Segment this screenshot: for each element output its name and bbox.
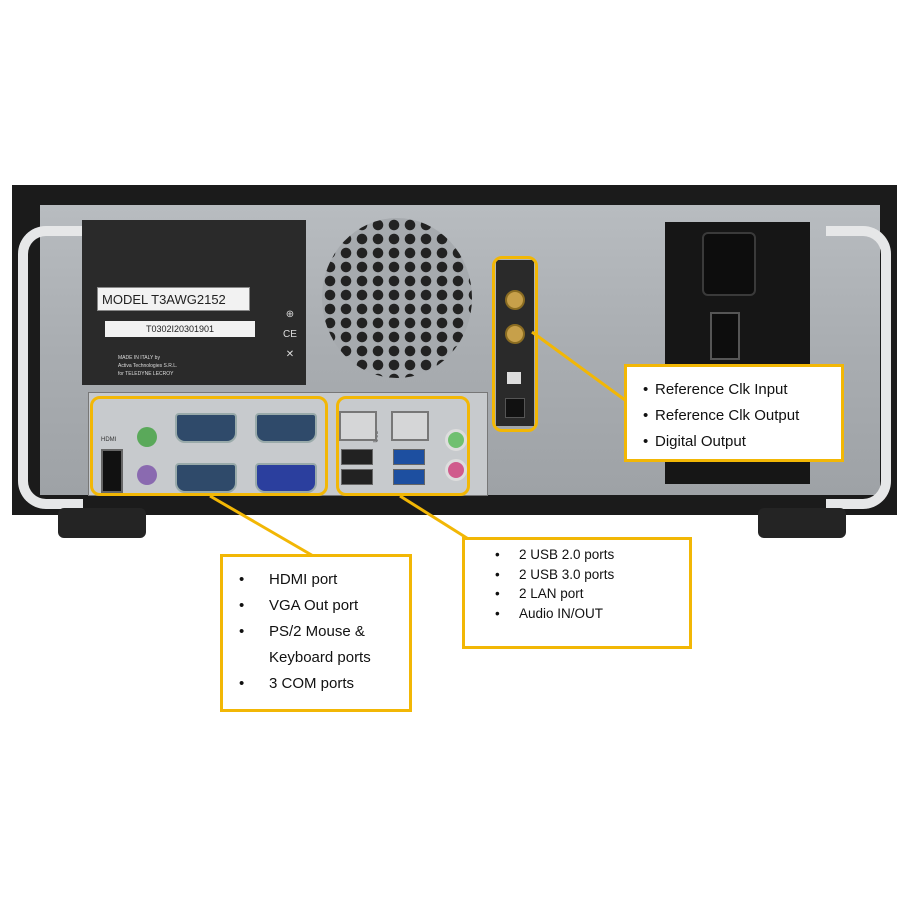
usb2-port-2 [341,469,373,485]
digital-output-jack [505,398,525,418]
certification-marks-icon: ⊕CE✕ [283,309,297,360]
maker-line-2: Activa Technologies S.R.L. [118,363,178,369]
com-port-1 [175,413,237,443]
clock-card-highlight [492,256,538,432]
maker-line-1: MADE IN ITALY by [118,355,160,361]
callout-item: PS/2 Mouse & [223,619,409,645]
ref-clk-in-connector [505,290,525,310]
left-handle [18,226,83,509]
callout-item: VGA Out port [223,593,409,619]
usb-lan-highlight [336,396,470,496]
clock-callout: Reference Clk Input Reference Clk Output… [624,364,844,462]
audio-mic-port [445,459,467,481]
callout-item: Reference Clk Output [627,403,841,429]
hdmi-marking: HDMI [101,437,117,443]
callout-item: 2 USB 2.0 ports [479,545,689,565]
maker-line-3: for TELEDYNE LECROY [118,371,174,377]
callout-item: Audio IN/OUT [479,604,689,624]
right-foot [758,508,846,538]
usb2-port-1 [341,449,373,465]
right-handle [826,226,891,509]
left-foot [58,508,146,538]
clock-card [496,260,534,426]
digital-output-connector [507,372,521,384]
com-port-2 [255,413,317,443]
model-label: MODEL T3AWG2152 [97,287,250,311]
serial-label: T0302I20301901 [105,321,255,337]
callout-item: Keyboard ports [269,649,371,666]
power-inlet [702,232,756,296]
lan-port-2 [391,411,429,441]
usb3-port-2 [393,469,425,485]
callout-item: 2 USB 3.0 ports [479,565,689,585]
audio-line-in-port [445,429,467,451]
callout-item: HDMI port [223,567,409,593]
power-switch [710,312,740,360]
callout-item: 3 COM ports [223,671,409,697]
vga-port [255,463,317,493]
usb-lan-callout: 2 USB 2.0 ports 2 USB 3.0 ports 2 LAN po… [462,537,692,649]
ref-clk-out-connector [505,324,525,344]
fan-grill [322,218,472,378]
com-port-3 [175,463,237,493]
io-callout: HDMI port VGA Out port PS/2 Mouse & Keyb… [220,554,412,712]
callout-item: 2 LAN port [479,584,689,604]
hdmi-port [101,449,123,493]
lan-port-1 [339,411,377,441]
ps2-mouse-port [137,427,157,447]
callout-item: Reference Clk Input [627,377,841,403]
usb3-port-1 [393,449,425,465]
io-ports-highlight [90,396,328,496]
callout-item: Digital Output [627,429,841,455]
ps2-keyboard-port [137,465,157,485]
